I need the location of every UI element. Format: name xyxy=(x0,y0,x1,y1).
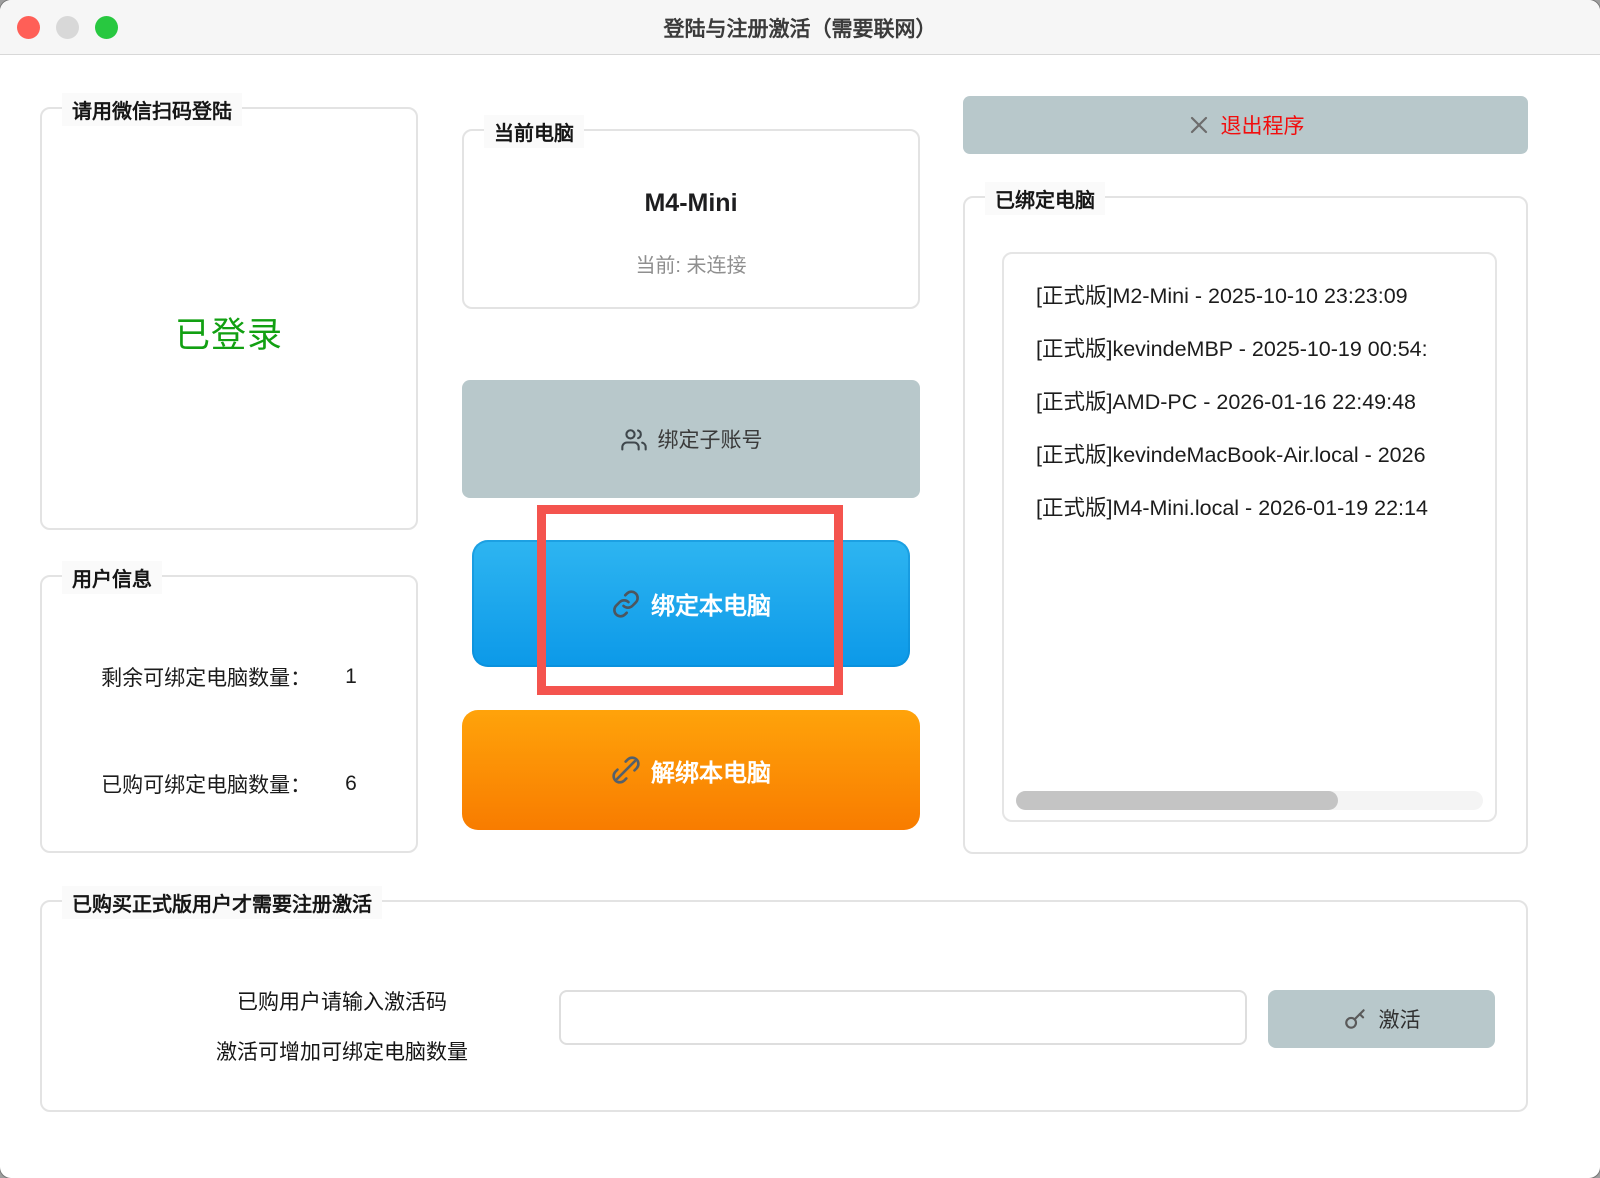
link-icon xyxy=(611,589,641,619)
key-icon xyxy=(1343,1006,1369,1032)
bind-this-computer-button[interactable]: 绑定本电脑 xyxy=(472,540,910,667)
activation-groupbox-label: 已购买正式版用户才需要注册激活 xyxy=(62,886,382,919)
bound-computer-item[interactable]: [正式版]kevindeMacBook-Air.local - 2026 xyxy=(1036,443,1426,467)
user-info-groupbox: 用户信息 剩余可绑定电脑数量： 1 已购可绑定电脑数量： 6 xyxy=(40,561,418,853)
minimize-traffic-light[interactable] xyxy=(56,16,79,39)
remaining-bindable-value: 1 xyxy=(345,665,357,688)
purchased-bindable-value: 6 xyxy=(345,772,357,795)
current-computer-label: 当前电脑 xyxy=(484,115,584,148)
current-computer-name: M4-Mini xyxy=(644,189,738,217)
activate-button-label: 激活 xyxy=(1378,1009,1421,1032)
bind-sub-account-button[interactable]: 绑定子账号 xyxy=(462,380,920,498)
purchased-bindable-label: 已购可绑定电脑数量： xyxy=(101,774,312,797)
horizontal-scrollbar-thumb[interactable] xyxy=(1016,791,1339,810)
title-bar: 登陆与注册激活（需要联网） xyxy=(0,0,1600,55)
bound-computer-item[interactable]: [正式版]M4-Mini.local - 2026-01-19 22:14 xyxy=(1036,496,1428,520)
wechat-login-groupbox: 请用微信扫码登陆 已登录 xyxy=(40,93,418,530)
activate-button[interactable]: 激活 xyxy=(1268,990,1495,1048)
bound-computer-item[interactable]: [正式版]kevindeMBP - 2025-10-19 00:54: xyxy=(1036,337,1428,361)
bind-sub-account-label: 绑定子账号 xyxy=(657,429,763,452)
current-computer-status: 当前: 未连接 xyxy=(635,255,747,277)
broken-link-icon xyxy=(611,755,641,785)
bound-computer-item[interactable]: [正式版]AMD-PC - 2026-01-16 22:49:48 xyxy=(1036,390,1416,414)
unbind-this-computer-label: 解绑本电脑 xyxy=(651,759,771,787)
purchased-bindable-row: 已购可绑定电脑数量： 6 xyxy=(42,769,416,799)
bound-computers-label: 已绑定电脑 xyxy=(985,182,1105,215)
login-status-text: 已登录 xyxy=(174,316,283,355)
activation-hint-line2: 激活可增加可绑定电脑数量 xyxy=(216,1041,468,1064)
wechat-login-label: 请用微信扫码登陆 xyxy=(62,93,242,126)
remaining-bindable-row: 剩余可绑定电脑数量： 1 xyxy=(42,662,416,692)
x-icon xyxy=(1187,113,1211,137)
remaining-bindable-label: 剩余可绑定电脑数量： xyxy=(101,667,312,690)
horizontal-scrollbar-track[interactable] xyxy=(1016,791,1483,810)
bind-this-computer-label: 绑定本电脑 xyxy=(651,593,771,620)
close-traffic-light[interactable] xyxy=(17,16,40,39)
bound-computer-item[interactable]: [正式版]M2-Mini - 2025-10-10 23:23:09 xyxy=(1036,284,1408,308)
quit-program-button[interactable]: 退出程序 xyxy=(963,96,1528,154)
bound-computers-list: [正式版]M2-Mini - 2025-10-10 23:23:09 [正式版]… xyxy=(1002,252,1497,822)
zoom-traffic-light[interactable] xyxy=(95,16,118,39)
activation-hint-line1: 已购用户请输入激活码 xyxy=(237,991,447,1014)
activation-groupbox: 已购买正式版用户才需要注册激活 已购用户请输入激活码 激活可增加可绑定电脑数量 … xyxy=(40,886,1528,1112)
bound-computers-groupbox: 已绑定电脑 [正式版]M2-Mini - 2025-10-10 23:23:09… xyxy=(963,182,1528,854)
window-title: 登陆与注册激活（需要联网） xyxy=(663,17,937,41)
current-computer-groupbox: 当前电脑 M4-Mini 当前: 未连接 xyxy=(462,115,920,309)
activation-hints: 已购用户请输入激活码 激活可增加可绑定电脑数量 xyxy=(142,978,542,1078)
quit-program-label: 退出程序 xyxy=(1220,115,1305,138)
user-info-label: 用户信息 xyxy=(62,561,162,594)
users-icon xyxy=(620,425,648,453)
unbind-this-computer-button[interactable]: 解绑本电脑 xyxy=(462,710,920,830)
activation-code-input[interactable] xyxy=(559,990,1247,1045)
